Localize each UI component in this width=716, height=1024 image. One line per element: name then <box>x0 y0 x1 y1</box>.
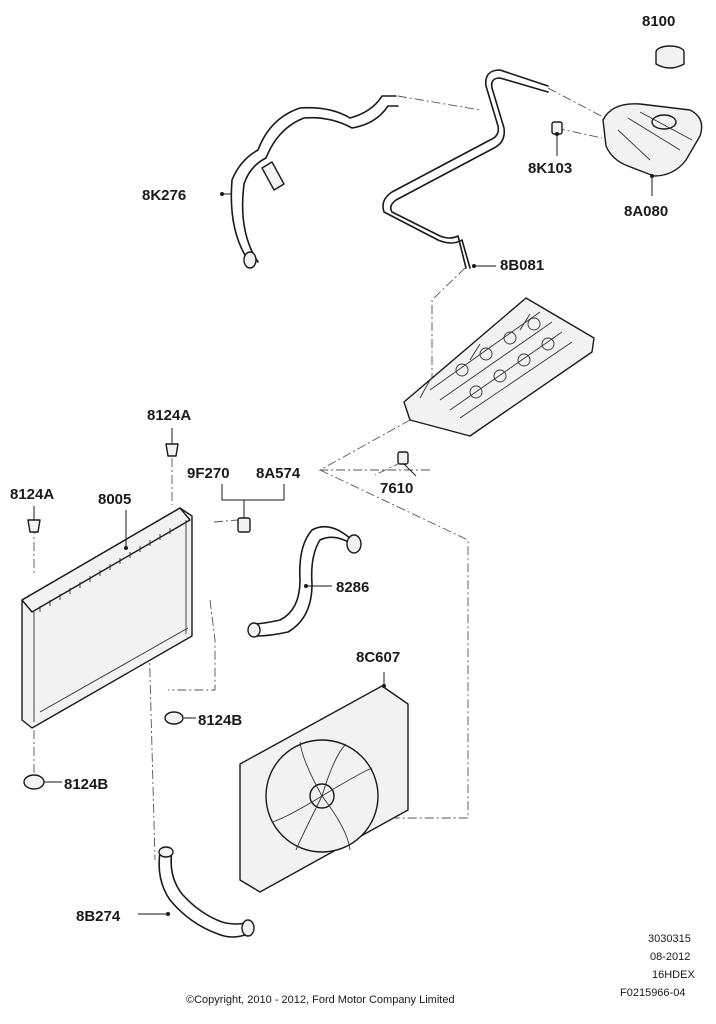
figure-id: F0215966-04 <box>620 987 685 999</box>
assembly-guide-lines <box>33 87 606 861</box>
fan-blades <box>271 741 373 851</box>
radiator-fins <box>39 528 189 713</box>
model-code: 16HDEX <box>652 969 695 981</box>
sensor-7610 <box>397 451 417 477</box>
label-8B274: 8B274 <box>76 908 121 925</box>
label-8124B-mid: 8124B <box>198 712 242 729</box>
coolant-cap-8100 <box>655 45 685 69</box>
bracket-9F270-8A574 <box>221 484 285 533</box>
label-8286: 8286 <box>336 579 369 596</box>
copyright-notice: ©Copyright, 2010 - 2012, Ford Motor Comp… <box>186 994 455 1006</box>
label-9F270: 9F270 <box>187 465 230 482</box>
hose-8286 <box>247 525 362 638</box>
label-8124A-top: 8124A <box>147 407 191 424</box>
coolant-reservoir-8A080 <box>602 103 703 196</box>
fan-shroud-8C607 <box>239 672 409 893</box>
label-8B081: 8B081 <box>500 257 544 274</box>
hose-8B274 <box>138 846 255 938</box>
fastener-8124B-bot <box>23 774 62 790</box>
label-8124A-left: 8124A <box>10 486 54 503</box>
label-8005: 8005 <box>98 491 131 508</box>
radiator-8005 <box>21 507 193 729</box>
label-8124B-bot: 8124B <box>64 776 108 793</box>
label-8A574: 8A574 <box>256 465 301 482</box>
footer: 3030315 08-2012 16HDEX F0215966-04 ©Copy… <box>186 933 695 1006</box>
label-8100: 8100 <box>642 13 675 30</box>
part-labels: 8100 8K103 8A080 8K276 8B081 8124A 8124A… <box>10 13 675 925</box>
label-8K276: 8K276 <box>142 187 186 204</box>
reference-number: 3030315 <box>648 933 691 945</box>
label-8C607: 8C607 <box>356 649 400 666</box>
label-7610: 7610 <box>380 480 413 497</box>
fastener-8124A-left <box>27 506 41 533</box>
fastener-8124B-mid <box>164 711 196 725</box>
hose-8K276 <box>220 95 399 269</box>
coolant-pipe-8B081 <box>382 69 549 269</box>
fastener-8124A-top <box>165 428 179 457</box>
label-8A080: 8A080 <box>624 203 668 220</box>
engine-cylinder-head <box>403 297 595 437</box>
hose-clip-8K103 <box>551 121 563 156</box>
diagram-date: 08-2012 <box>650 951 690 963</box>
label-8K103: 8K103 <box>528 160 572 177</box>
cam-lobes <box>455 317 555 399</box>
